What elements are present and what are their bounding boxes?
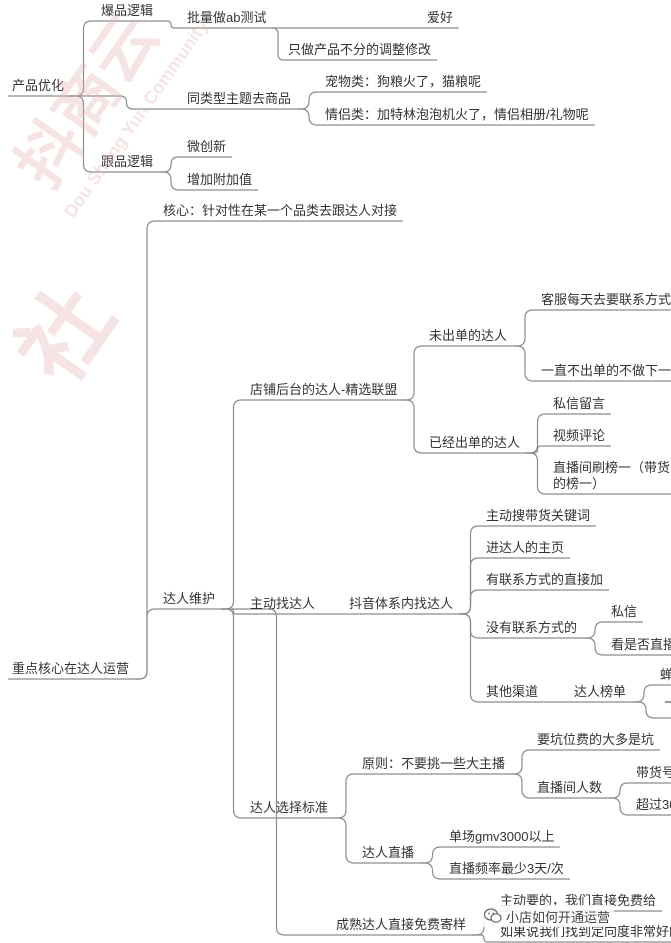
connector-live-viewers (511, 773, 533, 799)
node-store-kol: 店铺后台的达人-精选联盟 (250, 382, 398, 397)
node-no-category: 只做产品不分的调整修改 (288, 42, 432, 57)
connector-kol-maint (135, 608, 159, 680)
connector-chan-a (632, 684, 656, 703)
connector-micro-new (159, 156, 183, 173)
node-active-find: 主动找达人 (250, 596, 316, 611)
node-core: 核心：针对性在某一个品类去跟达人对接 (163, 203, 398, 218)
connector-add-value (159, 171, 183, 191)
connector-over-30 (608, 797, 632, 816)
node-core-kol: 重点核心在达人运营 (12, 661, 130, 676)
connector-couple (297, 108, 321, 126)
node-hobby: 爱好 (427, 10, 454, 25)
node-couple: 情侣类：加特林泡泡机火了，情侣相册/礼物呢 (325, 107, 589, 122)
node-douyin-find: 抖音体系内找达人 (349, 596, 454, 611)
node-gmv: 单场gmv3000以上 (449, 829, 555, 844)
node-no-order: 未出单的达人 (429, 328, 508, 343)
node-visit-home: 进达人的主页 (486, 540, 565, 555)
connector-no-category (271, 27, 285, 61)
connector-video-comment (526, 445, 549, 454)
connector-has-order (403, 399, 425, 454)
node-cs-contact: 客服每天去要联系方式 (541, 292, 671, 307)
node-free-sample: 成熟达人直接免费寄样 (336, 917, 467, 932)
connector-goods-num (608, 782, 632, 799)
connector-kol-select (221, 608, 246, 819)
connector-kol-live (334, 817, 358, 864)
node-has-contact: 有联系方式的直接加 (486, 572, 604, 587)
node-dm: 私信留言 (553, 396, 606, 411)
node-follow-logic: 跟品逻辑 (101, 154, 154, 169)
footer-brand-text: 小店如何开通运营 (506, 909, 611, 925)
node-kol-rank: 达人榜单 (574, 684, 627, 699)
node-pit-fee: 要坑位费的大多是坑 (537, 732, 655, 747)
node-kol-select: 达人选择标准 (250, 800, 329, 815)
node-video-comment: 视频评论 (553, 428, 606, 443)
connector-check-live (583, 637, 607, 656)
node-principle: 原则：不要挑一些大主播 (362, 756, 506, 771)
connector-never-order (513, 345, 537, 382)
node-chan-b: 飞 (664, 700, 671, 715)
node-no-contact: 没有联系方式的 (486, 620, 578, 635)
connector-pit-fee (511, 749, 533, 775)
node-batch-ab: 批量做ab测试 (187, 10, 267, 25)
node-add-value: 增加附加值 (187, 172, 253, 187)
node-never-order: 一直不出单的不做下一步 (541, 363, 671, 378)
node-pet: 宠物类：狗粮火了，猫粮呢 (325, 74, 482, 89)
node-freq: 直播频率最少3天/次 (449, 861, 564, 876)
connector-core (135, 220, 159, 680)
connector-no-order (403, 345, 425, 401)
connector-follow-logic (70, 95, 97, 173)
connector-same-theme (70, 95, 183, 110)
connector-freq (420, 862, 445, 880)
connector-cs-contact (513, 309, 537, 347)
connector-other-channel (459, 613, 482, 703)
footer-brand: 小店如何开通运营 (480, 905, 615, 927)
node-kol-maint: 达人维护 (163, 591, 216, 606)
connector-if-found (472, 934, 496, 943)
connector-gmv (420, 846, 445, 864)
node-live-viewers: 直播间人数 (537, 780, 603, 795)
node-hot-logic: 爆品逻辑 (101, 3, 154, 18)
node-if-found: 如果说我们找到定向度非常好的 (500, 924, 671, 939)
node-product-opt: 产品优化 (12, 78, 65, 93)
connector-hot-logic (70, 20, 97, 97)
node-micro-new: 微创新 (187, 139, 227, 154)
connector-dm2 (583, 621, 607, 639)
connector-batch-ab (159, 20, 183, 29)
connector-principle (334, 773, 358, 819)
connector-pet (297, 91, 321, 110)
node-kol-live: 达人直播 (362, 845, 415, 860)
node-chan-a: 蝉 (660, 667, 671, 682)
connector-store-kol (221, 399, 246, 610)
connector-has-contact (459, 589, 482, 615)
node-has-order: 已经出单的达人 (429, 435, 521, 450)
node-search-kw: 主动搜带货关键词 (486, 508, 591, 523)
connector-live-rank (526, 452, 549, 495)
node-goods-num: 带货号 (636, 765, 671, 780)
node-check-live: 看是否直播 (611, 637, 671, 652)
wechat-icon (484, 908, 502, 923)
node-live-rank: 直播间刷榜一（带货的榜一） (553, 460, 671, 491)
connector-chan-b (632, 701, 660, 719)
node-over-30: 超过30 (636, 797, 671, 812)
node-dm2: 私信 (611, 604, 638, 619)
node-same-theme: 同类型主题去商品 (187, 91, 292, 106)
connector-free-sample (221, 608, 332, 936)
node-other-channel: 其他渠道 (486, 684, 539, 699)
node-active-want: 主动要的，我们直接免费给 (500, 893, 657, 908)
